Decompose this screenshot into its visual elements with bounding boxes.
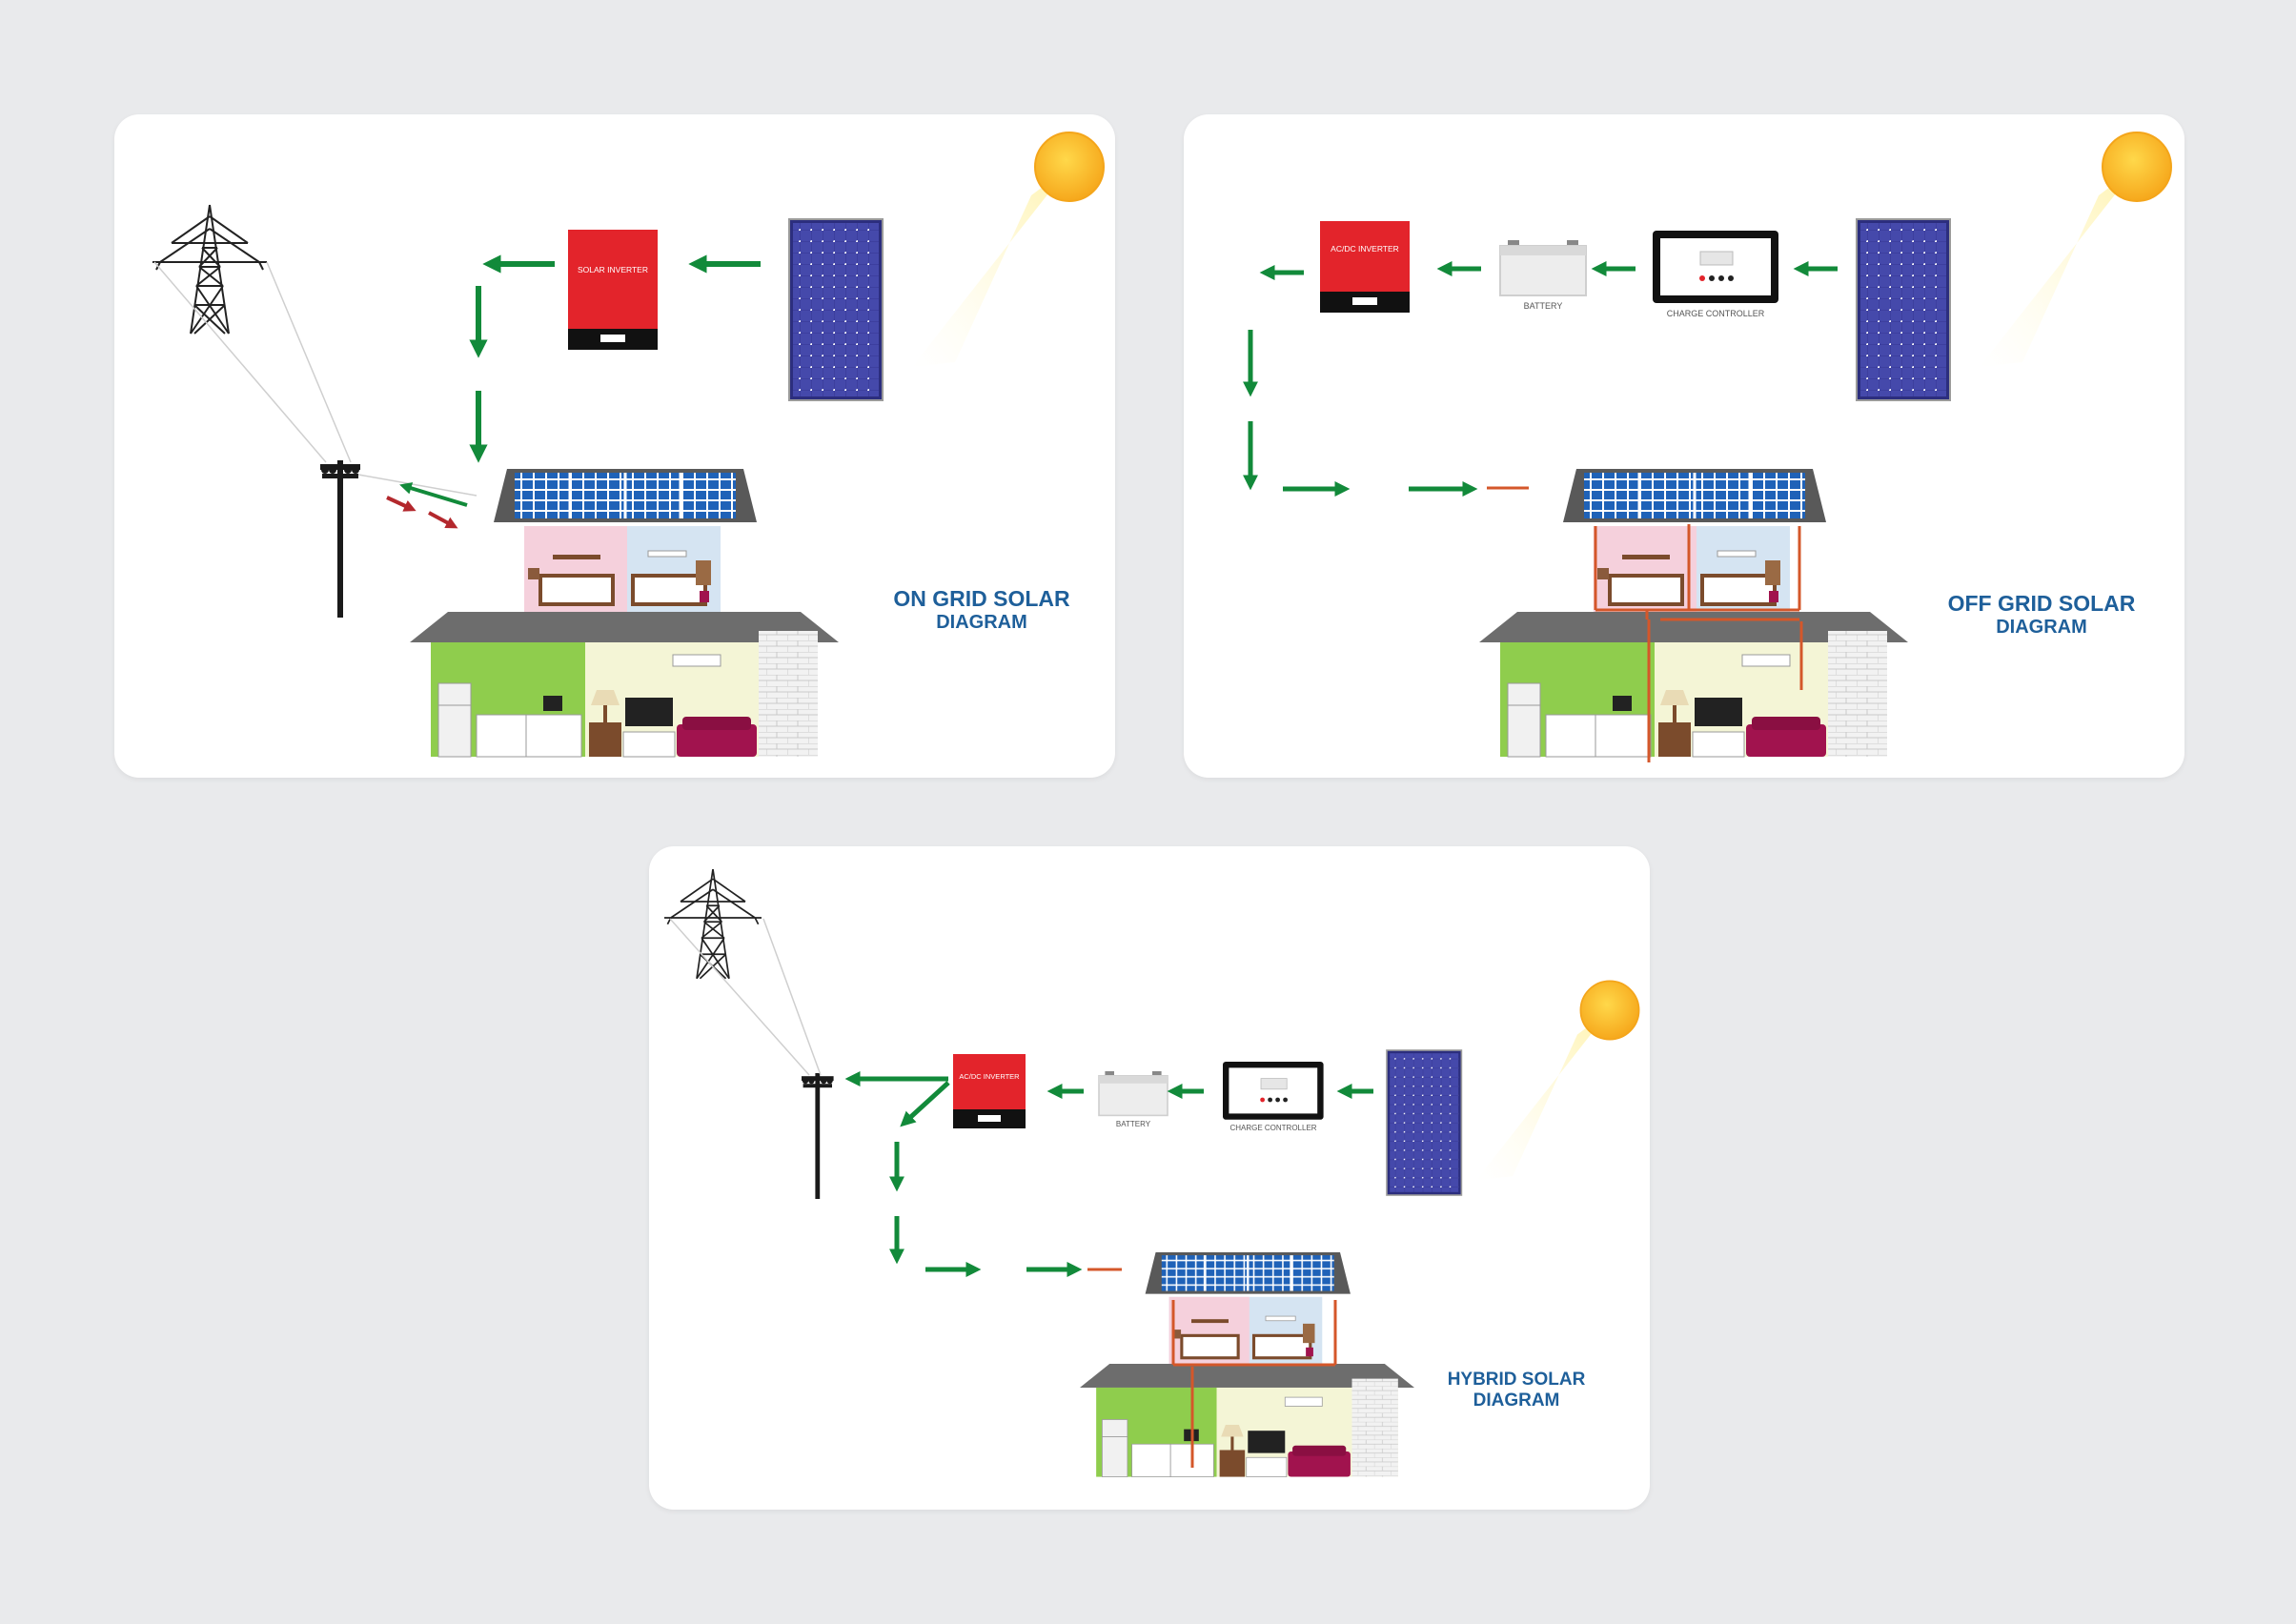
panel-title: ON GRID SOLAR DIAGRAM bbox=[867, 586, 1096, 635]
house-icon bbox=[1477, 467, 1910, 759]
inverter-icon: AC/DC INVERTER bbox=[953, 1054, 1026, 1128]
arrow-icon bbox=[1242, 260, 1838, 497]
sun-icon bbox=[1979, 132, 2172, 368]
title-line-2: DIAGRAM bbox=[936, 612, 1027, 634]
charge-controller-icon bbox=[1652, 230, 1779, 304]
panel-title: HYBRID SOLAR DIAGRAM bbox=[1440, 1370, 1593, 1412]
title-line-2: DIAGRAM bbox=[1473, 1391, 1560, 1411]
inverter-icon: SOLAR INVERTER bbox=[568, 230, 658, 350]
battery-icon bbox=[1499, 239, 1587, 296]
inverter-icon: AC/DC INVERTER bbox=[1320, 221, 1410, 313]
inverter-label: SOLAR INVERTER bbox=[578, 265, 648, 274]
solar-panel-icon bbox=[1856, 218, 1951, 401]
utility-pole-icon bbox=[802, 1073, 834, 1199]
arrow-icon bbox=[386, 496, 458, 529]
controller-label: CHARGE CONTROLLER bbox=[1667, 309, 1765, 318]
sun-icon bbox=[911, 132, 1105, 368]
controller-label: CHARGE CONTROLLER bbox=[1229, 1124, 1316, 1132]
on-grid-panel: SOLAR INVERTER ON GRID SOLAR DIAGRA bbox=[114, 114, 1115, 778]
arrow-icon bbox=[399, 254, 761, 507]
solar-panel-icon bbox=[788, 218, 884, 401]
title-line-1: HYBRID SOLAR bbox=[1447, 1370, 1586, 1390]
inverter-label: AC/DC INVERTER bbox=[1331, 244, 1399, 254]
charge-controller-icon bbox=[1222, 1061, 1324, 1121]
title-line-2: DIAGRAM bbox=[1996, 617, 2087, 639]
house-icon bbox=[408, 467, 841, 759]
battery-label: BATTERY bbox=[1524, 301, 1563, 311]
battery-label: BATTERY bbox=[1116, 1120, 1151, 1128]
utility-pole-icon bbox=[320, 460, 360, 618]
hybrid-panel: CHARGE CONTROLLER BATTERY AC/DC INVERTER bbox=[649, 846, 1650, 1510]
title-line-1: ON GRID SOLAR bbox=[893, 586, 1070, 611]
title-line-1: OFF GRID SOLAR bbox=[1947, 591, 2136, 616]
transmission-tower-icon bbox=[663, 868, 762, 980]
panel-title: OFF GRID SOLAR DIAGRAM bbox=[1918, 591, 2165, 639]
arrow-icon bbox=[844, 1070, 1373, 1278]
off-grid-panel: CHARGE CONTROLLER BATTERY AC/DC INVERTER bbox=[1184, 114, 2184, 778]
sun-icon bbox=[1474, 980, 1640, 1182]
solar-panel-icon bbox=[1386, 1049, 1463, 1196]
transmission-tower-icon bbox=[152, 204, 268, 335]
inverter-label: AC/DC INVERTER bbox=[959, 1072, 1020, 1081]
battery-icon bbox=[1098, 1070, 1168, 1117]
